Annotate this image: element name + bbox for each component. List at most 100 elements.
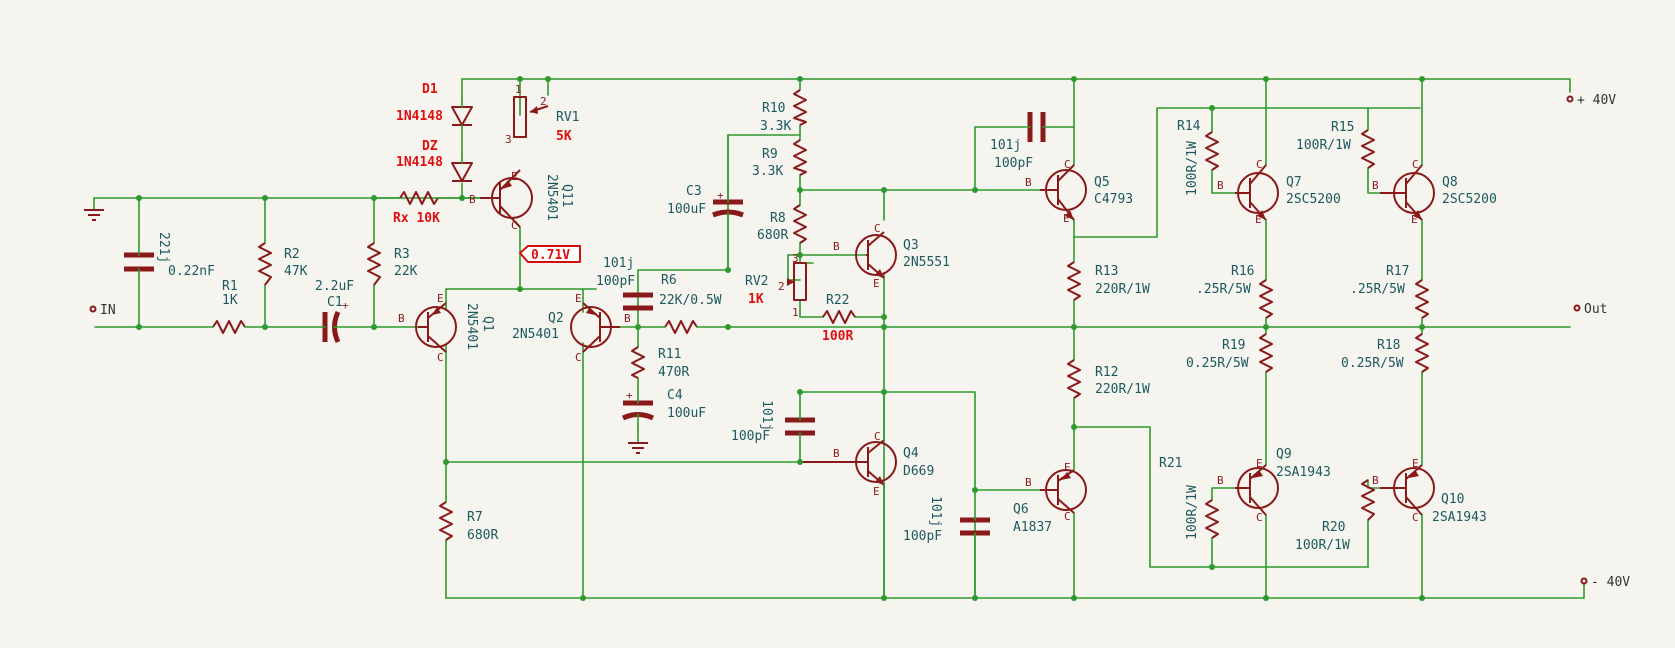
resistor-r18[interactable]: R18 0.25R/5W xyxy=(1341,333,1429,373)
r6-ref: R6 xyxy=(661,273,677,288)
capacitor-c3[interactable]: + C3 100uF xyxy=(667,184,744,218)
resistor-r17[interactable]: R17 .25R/5W xyxy=(1350,264,1429,319)
q7-pin-e: E xyxy=(1255,213,1262,226)
c101b-ref: 101j xyxy=(759,400,774,431)
resistor-r7[interactable]: R7 680R xyxy=(439,501,498,543)
d1-value: 1N4148 xyxy=(396,109,443,124)
transistor-q8[interactable]: B C E Q8 2SC5200 xyxy=(1372,158,1497,226)
resistor-r11[interactable]: R11 470R xyxy=(631,346,689,380)
capacitor-c1[interactable]: + C1 2.2uF xyxy=(315,279,354,344)
r11-value: 470R xyxy=(658,365,689,380)
transistor-q4[interactable]: B C E Q4 D669 xyxy=(803,391,934,599)
q7-ref: Q7 xyxy=(1286,175,1302,190)
transistor-q7[interactable]: B C E Q7 2SC5200 xyxy=(1217,158,1341,226)
resistor-r16[interactable]: R16 .25R/5W xyxy=(1196,264,1273,319)
rv1-pin-3: 3 xyxy=(505,133,512,146)
q1-value: 2N5401 xyxy=(464,303,479,350)
c101a-value: 100pF xyxy=(596,274,635,289)
power-plus-terminal[interactable]: + 40V xyxy=(1566,93,1617,108)
junctions xyxy=(136,76,1425,601)
q2-pin-e: E xyxy=(575,292,582,305)
transistor-q5[interactable]: B C E Q5 C4793 xyxy=(1025,158,1133,225)
resistor-r14[interactable]: R14 100R/1W xyxy=(1177,119,1219,196)
q6-pin-b: B xyxy=(1025,476,1032,489)
capacitor-c4[interactable]: + C4 100uF xyxy=(621,388,706,431)
resistor-r6[interactable]: R6 22K/0.5W xyxy=(656,273,722,334)
q8-value: 2SC5200 xyxy=(1442,192,1497,207)
capacitor-101j-b[interactable]: 101j 100pF xyxy=(731,400,815,444)
resistor-r3[interactable]: R3 22K xyxy=(367,242,418,286)
r10-value: 3.3K xyxy=(760,119,791,134)
rv1-pin-2: 2 xyxy=(540,95,547,108)
transistor-q9[interactable]: B E C Q9 2SA1943 xyxy=(1217,447,1331,524)
diode-d1[interactable]: D1 1N4148 xyxy=(396,82,473,156)
r21-ref: R21 xyxy=(1159,456,1182,471)
transistor-q11[interactable]: B E C 2N5401 Q11 xyxy=(469,169,574,232)
input-terminal[interactable]: IN xyxy=(89,303,116,318)
ground-symbol-c4 xyxy=(628,442,648,454)
r14-value: 100R/1W xyxy=(1185,141,1200,196)
resistor-r20[interactable]: R20 100R/1W xyxy=(1295,479,1375,553)
c3-value: 100uF xyxy=(667,202,706,217)
r17-value: .25R/5W xyxy=(1350,282,1405,297)
resistor-r12[interactable]: R12 220R/1W xyxy=(1067,359,1150,399)
resistor-r2[interactable]: R2 47K xyxy=(258,242,308,286)
r16-ref: R16 xyxy=(1231,264,1254,279)
transistor-q3[interactable]: B C E Q3 2N5551 xyxy=(833,222,950,290)
c1-value: 2.2uF xyxy=(315,279,354,294)
q11-ref: Q11 xyxy=(559,184,574,207)
rv2-pin-1: 1 xyxy=(792,306,799,319)
q10-value: 2SA1943 xyxy=(1432,510,1487,525)
potentiometer-rv2[interactable]: 3 2 1 RV2 1K xyxy=(745,252,807,319)
transistor-q1[interactable]: B E C 2N5401 Q1 xyxy=(398,292,495,364)
q4-pin-e: E xyxy=(873,485,880,498)
potentiometer-rv1[interactable]: 1 2 3 RV1 5K xyxy=(505,83,579,146)
c101d-value: 100pF xyxy=(994,156,1033,171)
q8-pin-c: C xyxy=(1412,158,1419,171)
c4-ref: C4 xyxy=(667,388,683,403)
diode-dz[interactable]: DZ 1N4148 xyxy=(396,139,473,182)
resistor-r21[interactable]: R21 100R/1W xyxy=(1159,456,1219,540)
resistor-r10[interactable]: R10 3.3K xyxy=(760,89,807,134)
output-terminal[interactable]: Out xyxy=(1573,302,1608,317)
r19-ref: R19 xyxy=(1222,338,1245,353)
r17-ref: R17 xyxy=(1386,264,1409,279)
resistor-r8[interactable]: R8 680R xyxy=(757,204,807,244)
resistor-rx[interactable]: Rx 10K xyxy=(373,191,463,226)
power-minus-terminal[interactable]: - 40V xyxy=(1580,575,1631,590)
q4-pin-b: B xyxy=(833,447,840,460)
q8-ref: Q8 xyxy=(1442,175,1458,190)
c1-ref: C1 xyxy=(327,295,343,310)
resistor-r15[interactable]: R15 100R/1W xyxy=(1296,120,1375,169)
rv1-ref: RV1 xyxy=(556,110,579,125)
capacitor-101j-a[interactable]: 101j 100pF xyxy=(596,256,653,311)
probe-voltage: 0.71V xyxy=(531,248,570,263)
q3-pin-b: B xyxy=(833,240,840,253)
dz-value: 1N4148 xyxy=(396,155,443,170)
q11-pin-b: B xyxy=(469,193,476,206)
q9-pin-e: E xyxy=(1256,457,1263,470)
transistor-q2[interactable]: B E C Q2 2N5401 xyxy=(512,292,631,364)
transistor-q10[interactable]: B E C Q10 2SA1943 xyxy=(1372,457,1487,525)
net-input-label: IN xyxy=(100,303,116,318)
capacitor-101j-d[interactable]: 101j 100pF xyxy=(990,112,1056,171)
q1-ref: Q1 xyxy=(480,316,495,332)
c101c-value: 100pF xyxy=(903,529,942,544)
wires xyxy=(93,78,1585,599)
capacitor-221j[interactable]: 221j 0.22nF xyxy=(124,232,215,279)
q7-value: 2SC5200 xyxy=(1286,192,1341,207)
resistor-r22[interactable]: R22 100R xyxy=(822,293,856,344)
r22-value: 100R xyxy=(822,329,853,344)
resistor-r1[interactable]: R1 1K xyxy=(204,279,254,334)
r12-value: 220R/1W xyxy=(1095,382,1150,397)
capacitor-101j-c[interactable]: 101j 100pF xyxy=(903,481,990,599)
resistor-r13[interactable]: R13 220R/1W xyxy=(1067,261,1150,301)
transistor-q6[interactable]: B E C Q6 A1837 xyxy=(1013,461,1087,535)
q2-value: 2N5401 xyxy=(512,327,559,342)
q11-pin-e: E xyxy=(511,170,518,183)
resistor-r19[interactable]: R19 0.25R/5W xyxy=(1186,333,1273,373)
q4-value: D669 xyxy=(903,464,934,479)
q6-pin-e: E xyxy=(1064,461,1071,474)
r11-ref: R11 xyxy=(658,347,681,362)
resistor-r9[interactable]: R9 3.3K xyxy=(752,139,807,179)
